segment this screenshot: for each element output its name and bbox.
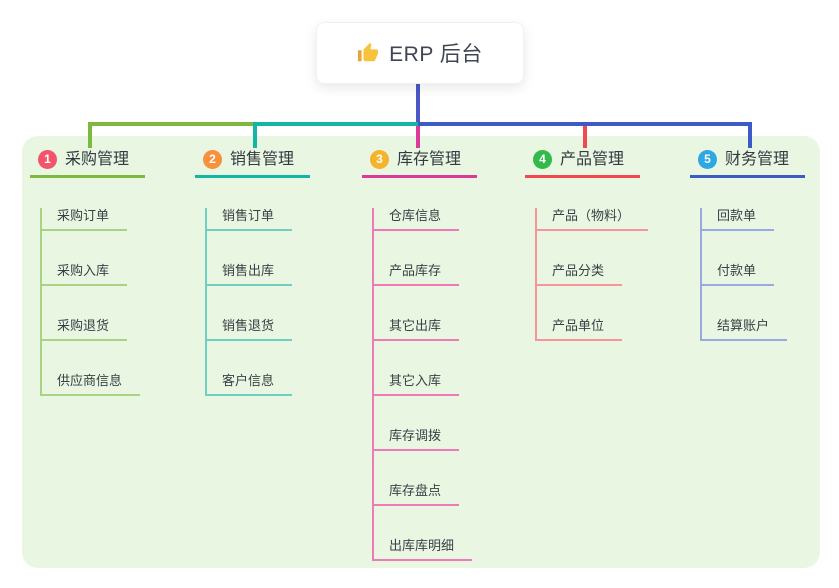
child-node[interactable]: 产品（物料） <box>537 208 649 231</box>
branch-header[interactable]: 4 产品管理 <box>525 149 640 178</box>
branch-number-badge: 1 <box>38 150 57 169</box>
child-node[interactable]: 库存调拨 <box>374 428 460 451</box>
connector-drop-branch-2 <box>253 122 257 148</box>
branch-3: 3 库存管理仓库信息产品库存其它出库其它入库库存调拨库存盘点出库库明细 <box>362 149 522 561</box>
connector-horizontal-branch-1 <box>88 122 255 126</box>
root-node[interactable]: ERP 后台 <box>316 22 524 84</box>
child-node[interactable]: 产品分类 <box>537 263 623 286</box>
branch-children: 回款单付款单结算账户 <box>700 208 839 341</box>
branch-number-badge: 3 <box>370 150 389 169</box>
branch-label: 财务管理 <box>725 151 790 168</box>
child-node[interactable]: 产品单位 <box>537 318 623 341</box>
connector-horizontal-branch-5 <box>418 122 752 126</box>
connector-drop-branch-1 <box>88 122 92 148</box>
branch-5: 5 财务管理回款单付款单结算账户 <box>690 149 839 341</box>
child-node[interactable]: 销售退货 <box>207 318 293 341</box>
child-node[interactable]: 供应商信息 <box>42 373 141 396</box>
branch-children: 仓库信息产品库存其它出库其它入库库存调拨库存盘点出库库明细 <box>372 208 522 561</box>
branch-header[interactable]: 3 库存管理 <box>362 149 477 178</box>
connector-root-line <box>416 82 420 124</box>
branch-1: 1 采购管理采购订单采购入库采购退货供应商信息 <box>30 149 190 396</box>
child-node[interactable]: 出库库明细 <box>374 538 473 561</box>
branch-header[interactable]: 2 销售管理 <box>195 149 310 178</box>
branch-number-badge: 5 <box>698 150 717 169</box>
branch-children: 采购订单采购入库采购退货供应商信息 <box>40 208 190 396</box>
child-node[interactable]: 采购退货 <box>42 318 128 341</box>
child-node[interactable]: 结算账户 <box>702 318 788 341</box>
connector-horizontal-branch-2 <box>255 122 418 126</box>
child-node[interactable]: 库存盘点 <box>374 483 460 506</box>
branch-header[interactable]: 5 财务管理 <box>690 149 805 178</box>
connector-drop-branch-3 <box>416 126 420 148</box>
branch-label: 库存管理 <box>397 151 462 168</box>
child-node[interactable]: 其它入库 <box>374 373 460 396</box>
child-node[interactable]: 仓库信息 <box>374 208 460 231</box>
branch-number-badge: 2 <box>203 150 222 169</box>
background-panel <box>22 136 820 568</box>
child-node[interactable]: 销售订单 <box>207 208 293 231</box>
branch-4: 4 产品管理产品（物料） 产品分类产品单位 <box>525 149 685 341</box>
root-title: ERP 后台 <box>389 43 483 66</box>
connector-drop-branch-4 <box>583 126 587 148</box>
child-node[interactable]: 回款单 <box>702 208 775 231</box>
child-node[interactable]: 客户信息 <box>207 373 293 396</box>
branch-header[interactable]: 1 采购管理 <box>30 149 145 178</box>
child-node[interactable]: 付款单 <box>702 263 775 286</box>
child-node[interactable]: 销售出库 <box>207 263 293 286</box>
child-node[interactable]: 产品库存 <box>374 263 460 286</box>
child-node[interactable]: 采购订单 <box>42 208 128 231</box>
branch-children: 销售订单销售出库销售退货客户信息 <box>205 208 355 396</box>
connector-drop-branch-5 <box>748 122 752 148</box>
branch-label: 产品管理 <box>560 151 625 168</box>
branch-label: 销售管理 <box>230 151 295 168</box>
branch-children: 产品（物料） 产品分类产品单位 <box>535 208 685 341</box>
child-node[interactable]: 采购入库 <box>42 263 128 286</box>
branch-2: 2 销售管理销售订单销售出库销售退货客户信息 <box>195 149 355 396</box>
thumbs-up-icon <box>357 42 379 64</box>
child-node[interactable]: 其它出库 <box>374 318 460 341</box>
branch-number-badge: 4 <box>533 150 552 169</box>
branch-label: 采购管理 <box>65 151 130 168</box>
